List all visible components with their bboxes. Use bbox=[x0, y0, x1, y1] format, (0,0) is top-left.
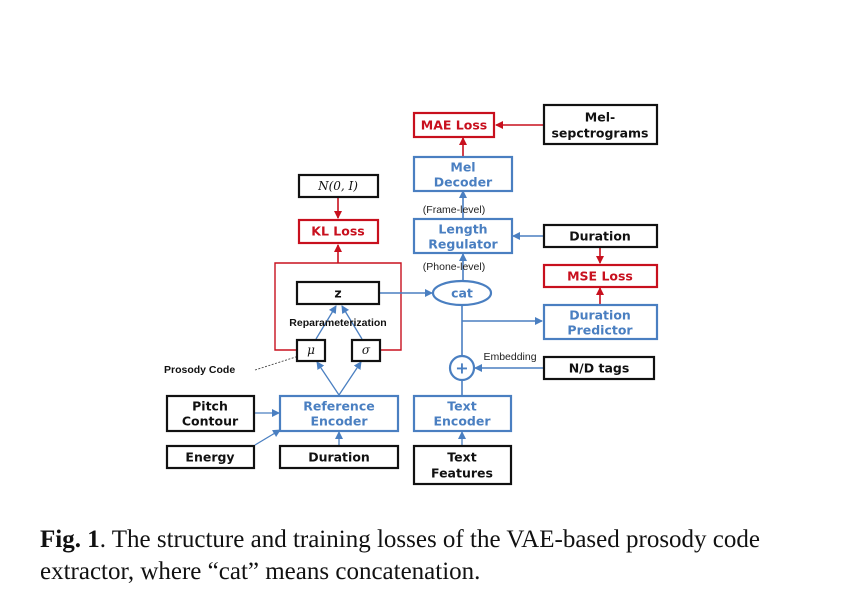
plus-icon: + bbox=[455, 359, 468, 378]
pitch-contour-line2: Contour bbox=[182, 414, 239, 429]
node-sigma: σ bbox=[350, 338, 382, 363]
node-normal-prior: N(0, I) bbox=[297, 173, 380, 199]
phone-level-annotation: (Phone-level) bbox=[423, 261, 485, 273]
cat-label: cat bbox=[451, 286, 473, 301]
diagram: MAE Loss Mel- sepctrograms Mel Decoder (… bbox=[164, 103, 659, 486]
length-regulator-line1: Length bbox=[438, 222, 487, 237]
node-kl-loss: KL Loss bbox=[297, 218, 380, 245]
text-encoder-line2: Encoder bbox=[433, 414, 491, 429]
node-nd-tags: N/D tags bbox=[542, 355, 656, 381]
edge-energy-to-ref bbox=[254, 429, 281, 446]
node-pitch-contour: Pitch Contour bbox=[165, 394, 256, 433]
mel-spectrograms-line1: Mel- bbox=[585, 110, 615, 125]
z-label: z bbox=[334, 286, 341, 301]
node-duration-predictor: Duration Predictor bbox=[542, 303, 659, 341]
frame-level-annotation: (Frame-level) bbox=[423, 204, 485, 216]
normal-prior-label: N(0, I) bbox=[317, 179, 358, 193]
node-length-regulator: Length Regulator bbox=[412, 217, 514, 255]
reparameterization-label: Reparameterization bbox=[289, 317, 386, 329]
energy-label: Energy bbox=[185, 450, 234, 465]
duration-input-label: Duration bbox=[308, 450, 370, 465]
edge-mu-to-z bbox=[315, 305, 337, 340]
mel-decoder-line2: Decoder bbox=[434, 175, 493, 190]
mu-label: μ bbox=[307, 343, 315, 357]
text-features-line2: Features bbox=[431, 466, 493, 481]
sigma-label: σ bbox=[362, 343, 371, 357]
reference-encoder-line1: Reference bbox=[303, 399, 374, 414]
node-text-encoder: Text Encoder bbox=[412, 394, 513, 433]
node-energy: Energy bbox=[165, 444, 256, 470]
node-text-features: Text Features bbox=[412, 444, 513, 486]
node-plus: + bbox=[448, 354, 476, 382]
node-cat: cat bbox=[431, 279, 493, 307]
reference-encoder-line2: Encoder bbox=[310, 414, 368, 429]
kl-loss-label: KL Loss bbox=[311, 224, 364, 239]
length-regulator-line2: Regulator bbox=[428, 237, 498, 252]
figure-label: Fig. 1 bbox=[40, 526, 100, 553]
node-reference-encoder: Reference Encoder bbox=[278, 394, 400, 433]
node-mae-loss: MAE Loss bbox=[412, 111, 496, 139]
figure-caption: Fig. 1. The structure and training losse… bbox=[40, 524, 830, 588]
kl-bracket bbox=[274, 262, 402, 351]
text-encoder-line1: Text bbox=[447, 399, 476, 414]
mse-loss-label: MSE Loss bbox=[567, 269, 633, 284]
node-duration-input: Duration bbox=[278, 444, 400, 470]
node-mel-decoder: Mel Decoder bbox=[412, 155, 514, 193]
edge-sigma-to-z bbox=[341, 305, 363, 340]
edge-ref-to-sigma bbox=[338, 361, 362, 396]
node-mel-spectrograms: Mel- sepctrograms bbox=[542, 103, 659, 146]
node-mse-loss: MSE Loss bbox=[542, 263, 659, 289]
embedding-label: Embedding bbox=[483, 351, 536, 363]
duration-target-label: Duration bbox=[569, 229, 631, 244]
node-mu: μ bbox=[295, 338, 327, 363]
mae-loss-label: MAE Loss bbox=[421, 118, 487, 133]
duration-predictor-line1: Duration bbox=[569, 308, 631, 323]
edge-ref-to-mu bbox=[316, 361, 340, 396]
node-duration-target: Duration bbox=[542, 223, 659, 249]
connectors bbox=[254, 121, 604, 446]
pitch-contour-line1: Pitch bbox=[192, 399, 228, 414]
mel-decoder-line1: Mel bbox=[450, 160, 475, 175]
caption-text: . The structure and training losses of t… bbox=[40, 526, 760, 585]
edge-prosody-code-pointer bbox=[254, 353, 303, 371]
text-features-line1: Text bbox=[447, 450, 476, 465]
nd-tags-label: N/D tags bbox=[569, 361, 630, 376]
prosody-code-label: Prosody Code bbox=[164, 364, 235, 376]
mel-spectrograms-line2: sepctrograms bbox=[551, 126, 648, 141]
node-z: z bbox=[295, 280, 381, 306]
duration-predictor-line2: Predictor bbox=[567, 323, 633, 338]
